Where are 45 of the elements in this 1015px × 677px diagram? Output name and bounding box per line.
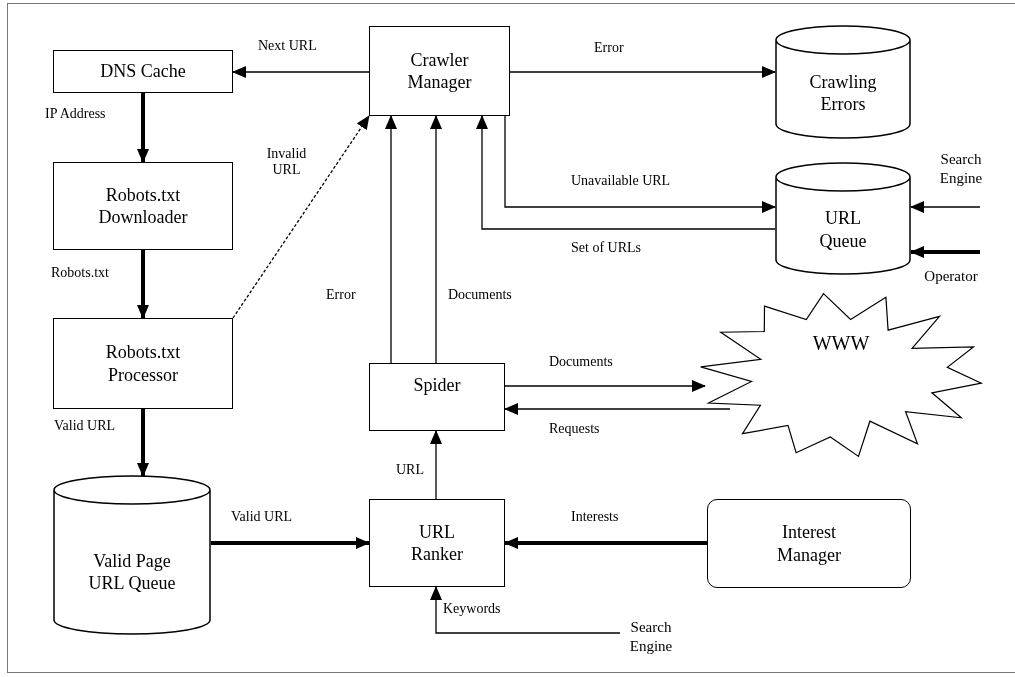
node-label: Valid Page URL Queue (87, 549, 177, 595)
arrow (430, 430, 442, 500)
arrow (232, 66, 370, 78)
process-box (369, 363, 505, 431)
node-label: Search Engine (938, 150, 984, 188)
arrow (385, 115, 397, 364)
arrow (504, 380, 706, 392)
process-box (369, 26, 510, 116)
process-box (53, 50, 233, 93)
arrow (910, 201, 981, 213)
database-cylinder (53, 476, 211, 634)
arrow (509, 66, 776, 78)
starburst-shape (700, 293, 982, 457)
node-label: Crawler Manager (406, 48, 473, 94)
arrow (232, 115, 370, 319)
arrow (137, 409, 149, 477)
node-label: Operator (924, 267, 978, 286)
arrow (430, 586, 621, 634)
node-label: Robots.txt Downloader (97, 183, 189, 229)
node-label: Crawling Errors (808, 70, 878, 116)
node-label: Search Engine (628, 618, 674, 656)
process-box (53, 162, 233, 250)
node-label: DNS Cache (100, 60, 186, 83)
node-label: URL Queue (818, 207, 868, 252)
database-cylinder (775, 163, 911, 274)
arrow (504, 537, 707, 549)
arrow (504, 115, 776, 213)
process-box (369, 499, 505, 587)
node-label: Robots.txt Processor (104, 341, 182, 386)
edge-label: Requests (548, 421, 601, 438)
node-label: Spider (413, 374, 461, 397)
arrow (211, 537, 370, 549)
process-box (53, 318, 233, 409)
arrow (504, 403, 731, 415)
arrow (137, 93, 149, 163)
node-label: URL Ranker (410, 520, 464, 566)
node-label: Interest Manager (776, 521, 842, 566)
edge-label: Keywords (442, 601, 502, 618)
arrow (137, 250, 149, 319)
arrow (430, 115, 442, 364)
node-label: WWW (812, 331, 870, 356)
database-cylinder (775, 26, 911, 138)
rounded-box (707, 499, 911, 588)
arrow (910, 246, 980, 258)
arrow (476, 115, 776, 230)
